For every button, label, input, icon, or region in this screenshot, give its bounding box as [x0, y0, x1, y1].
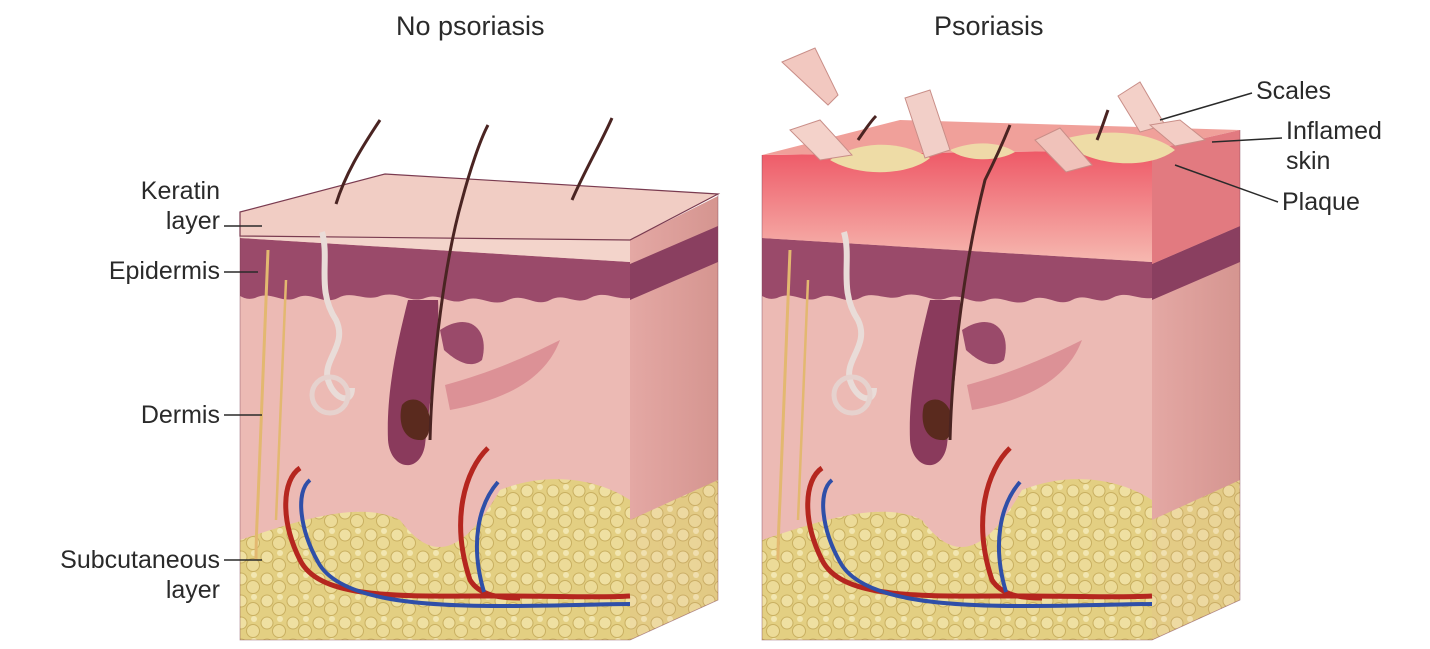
subcutaneous-layer-label: Subcutaneous layer [10, 545, 220, 605]
keratin-label-line2: layer [96, 206, 220, 236]
scales-leader [1160, 93, 1252, 120]
inflamed-skin-label: Inflamed skin [1286, 116, 1382, 176]
no-psoriasis-title: No psoriasis [396, 10, 545, 42]
subcutaneous-label-line1: Subcutaneous [10, 545, 220, 575]
keratin-label-line1: Keratin [96, 176, 220, 206]
scales-label: Scales [1256, 76, 1331, 106]
psoriasis-skin-block [762, 48, 1240, 640]
dermis-label: Dermis [60, 400, 220, 430]
inflamed-label-line2: skin [1286, 146, 1382, 176]
psoriasis-title: Psoriasis [934, 10, 1044, 42]
epidermis-label: Epidermis [40, 256, 220, 286]
normal-skin-block [240, 118, 718, 640]
subcutaneous-label-line2: layer [10, 575, 220, 605]
plaque-label: Plaque [1282, 187, 1360, 217]
keratin-layer-label: Keratin layer [96, 176, 220, 236]
inflamed-label-line1: Inflamed [1286, 116, 1382, 146]
